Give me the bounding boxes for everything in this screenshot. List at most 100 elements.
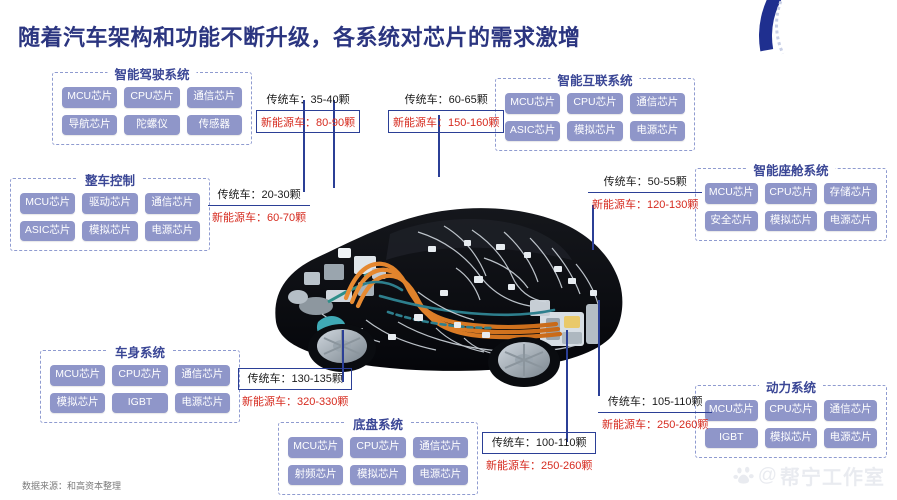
chip-tag[interactable]: MCU芯片 xyxy=(50,365,106,386)
callout-traditional: 传统车：60-65颗 xyxy=(388,90,505,111)
leader-line-cockpit xyxy=(592,205,594,250)
callout-traditional: 传统车：35-40颗 xyxy=(256,90,361,111)
system-title-vehicle-control: 整车控制 xyxy=(77,170,143,189)
system-box-powertrain-system[interactable]: 动力系统 MCU芯片 CPU芯片 通信芯片 IGBT 模拟芯片 电源芯片 xyxy=(695,377,887,459)
chip-tag[interactable]: 电源芯片 xyxy=(412,464,468,486)
chip-row: ASIC芯片 模拟芯片 电源芯片 xyxy=(20,220,200,242)
system-box-intelligent-driving[interactable]: 智能驾驶系统 MCU芯片 CPU芯片 通信芯片 导航芯片 陀螺仪 传感器 xyxy=(52,64,252,146)
callout-nev: 新能源车：120-130颗 xyxy=(592,199,699,211)
chip-tag[interactable]: CPU芯片 xyxy=(764,183,818,204)
callout-chassis-system: 传统车：100-110颗 新能源车：250-260颗 xyxy=(482,432,597,475)
system-title-chassis-system: 底盘系统 xyxy=(345,414,411,433)
chip-tag[interactable]: 模拟芯片 xyxy=(567,120,623,142)
chip-tag[interactable]: 通信芯片 xyxy=(629,93,685,114)
chip-tag[interactable]: 电源芯片 xyxy=(824,210,878,232)
chip-tag[interactable]: 陀螺仪 xyxy=(124,114,180,136)
chip-tag[interactable]: 导航芯片 xyxy=(62,114,118,136)
chip-row: MCU芯片 CPU芯片 通信芯片 xyxy=(288,437,468,458)
chip-row: 导航芯片 陀螺仪 传感器 xyxy=(62,114,242,136)
callout-intelligent-cockpit: 传统车：50-55颗 新能源车：120-130颗 xyxy=(588,172,703,214)
chip-tag[interactable]: 模拟芯片 xyxy=(350,464,406,486)
signal-harness xyxy=(362,280,556,330)
chip-row: MCU芯片 CPU芯片 通信芯片 xyxy=(50,365,230,386)
chip-tag[interactable]: ASIC芯片 xyxy=(20,220,76,242)
chip-tag[interactable]: 电源芯片 xyxy=(174,392,230,414)
chip-tag[interactable]: 通信芯片 xyxy=(186,87,242,108)
chip-row: MCU芯片 CPU芯片 通信芯片 xyxy=(505,93,685,114)
chip-tag[interactable]: MCU芯片 xyxy=(705,183,758,204)
system-title-intelligent-driving: 智能驾驶系统 xyxy=(107,64,197,83)
chip-tag[interactable]: MCU芯片 xyxy=(505,93,561,114)
callout-powertrain-system: 传统车：105-110颗 新能源车：250-260颗 xyxy=(598,392,713,434)
callout-vehicle-control: 传统车：20-30颗 新能源车：60-70颗 xyxy=(208,185,311,227)
chip-tag[interactable]: 通信芯片 xyxy=(412,437,468,458)
high-voltage-cables xyxy=(343,261,563,340)
chip-tag[interactable]: 通信芯片 xyxy=(824,400,878,421)
chip-tag[interactable]: CPU芯片 xyxy=(124,87,180,108)
chip-tag[interactable]: CPU芯片 xyxy=(350,437,406,458)
chip-row: ASIC芯片 模拟芯片 电源芯片 xyxy=(505,120,685,142)
system-box-intelligent-connectivity[interactable]: 智能互联系统 MCU芯片 CPU芯片 通信芯片 ASIC芯片 模拟芯片 电源芯片 xyxy=(495,70,695,152)
callout-nev: 新能源车：320-330颗 xyxy=(242,396,349,408)
chip-tag[interactable]: 传感器 xyxy=(186,114,242,136)
leader-line-power xyxy=(598,300,600,396)
chip-tag[interactable]: MCU芯片 xyxy=(288,437,344,458)
chip-tag[interactable]: 安全芯片 xyxy=(705,210,758,232)
callout-nev: 新能源车：80-90颗 xyxy=(256,111,361,133)
chip-row: MCU芯片 CPU芯片 通信芯片 xyxy=(62,87,242,108)
chip-tag[interactable]: 射频芯片 xyxy=(288,464,344,486)
callout-nev: 新能源车：250-260颗 xyxy=(602,419,709,431)
chip-row: 射频芯片 模拟芯片 电源芯片 xyxy=(288,464,468,486)
chip-row: MCU芯片 驱动芯片 通信芯片 xyxy=(20,193,200,214)
chip-tag[interactable]: MCU芯片 xyxy=(20,193,76,214)
chip-tag[interactable]: 电源芯片 xyxy=(144,220,200,242)
system-box-chassis-system[interactable]: 底盘系统 MCU芯片 CPU芯片 通信芯片 射频芯片 模拟芯片 电源芯片 xyxy=(278,414,478,496)
chip-tag[interactable]: 电源芯片 xyxy=(824,427,878,449)
leader-line-driving xyxy=(303,100,305,192)
chip-tag[interactable]: CPU芯片 xyxy=(112,365,168,386)
chip-tag[interactable]: MCU芯片 xyxy=(62,87,118,108)
chip-tag[interactable]: CPU芯片 xyxy=(567,93,623,114)
callout-intelligent-driving: 传统车：35-40颗 新能源车：80-90颗 xyxy=(256,90,361,133)
vehicle-cutaway-illustration xyxy=(275,208,623,387)
chip-tag[interactable]: 模拟芯片 xyxy=(82,220,138,242)
chip-tag[interactable]: IGBT xyxy=(705,427,758,449)
callout-traditional: 传统车：100-110颗 xyxy=(482,432,597,454)
chip-tag[interactable]: 模拟芯片 xyxy=(764,427,818,449)
chip-tag[interactable]: 存储芯片 xyxy=(824,183,878,204)
system-title-powertrain-system: 动力系统 xyxy=(758,377,824,396)
chip-tag[interactable]: MCU芯片 xyxy=(705,400,758,421)
page-title: 随着汽车架构和功能不断升级，各系统对芯片的需求激增 xyxy=(18,25,581,50)
callout-traditional: 传统车：130-135颗 xyxy=(238,368,353,390)
watermark-at-symbol: @ xyxy=(757,464,777,486)
chip-tag[interactable]: 模拟芯片 xyxy=(50,392,106,414)
callout-nev: 新能源车：60-70颗 xyxy=(212,212,307,224)
chip-tag[interactable]: 电源芯片 xyxy=(629,120,685,142)
callout-nev: 新能源车：250-260颗 xyxy=(486,460,593,472)
callout-nev: 新能源车：150-160颗 xyxy=(388,111,505,133)
chip-tag[interactable]: IGBT xyxy=(112,392,168,414)
watermark: @ 帮宁工作室 xyxy=(733,461,885,490)
chip-row: MCU芯片 CPU芯片 通信芯片 xyxy=(705,400,878,421)
system-title-body-system: 车身系统 xyxy=(107,342,173,361)
chip-tag[interactable]: CPU芯片 xyxy=(764,400,818,421)
system-box-vehicle-control[interactable]: 整车控制 MCU芯片 驱动芯片 通信芯片 ASIC芯片 模拟芯片 电源芯片 xyxy=(10,170,210,252)
callout-body-system: 传统车：130-135颗 新能源车：320-330颗 xyxy=(238,368,353,411)
chip-row: 安全芯片 模拟芯片 电源芯片 xyxy=(705,210,878,232)
chip-tag[interactable]: 通信芯片 xyxy=(144,193,200,214)
callout-intelligent-connectivity: 传统车：60-65颗 新能源车：150-160颗 xyxy=(388,90,505,133)
callout-traditional: 传统车：50-55颗 xyxy=(588,172,703,193)
system-box-body-system[interactable]: 车身系统 MCU芯片 CPU芯片 通信芯片 模拟芯片 IGBT 电源芯片 xyxy=(40,342,240,424)
chip-row: IGBT 模拟芯片 电源芯片 xyxy=(705,427,878,449)
chip-tag[interactable]: 模拟芯片 xyxy=(764,210,818,232)
chip-tag[interactable]: ASIC芯片 xyxy=(505,120,561,142)
leader-line-body xyxy=(342,330,344,382)
chip-tag[interactable]: 通信芯片 xyxy=(174,365,230,386)
system-title-intelligent-cockpit: 智能座舱系统 xyxy=(746,160,836,179)
callout-traditional: 传统车：20-30颗 xyxy=(208,185,311,206)
leader-line-chassis xyxy=(566,330,568,442)
system-box-intelligent-cockpit[interactable]: 智能座舱系统 MCU芯片 CPU芯片 存储芯片 安全芯片 模拟芯片 电源芯片 xyxy=(695,160,887,242)
chip-tag[interactable]: 驱动芯片 xyxy=(82,193,138,214)
chip-row: MCU芯片 CPU芯片 存储芯片 xyxy=(705,183,878,204)
